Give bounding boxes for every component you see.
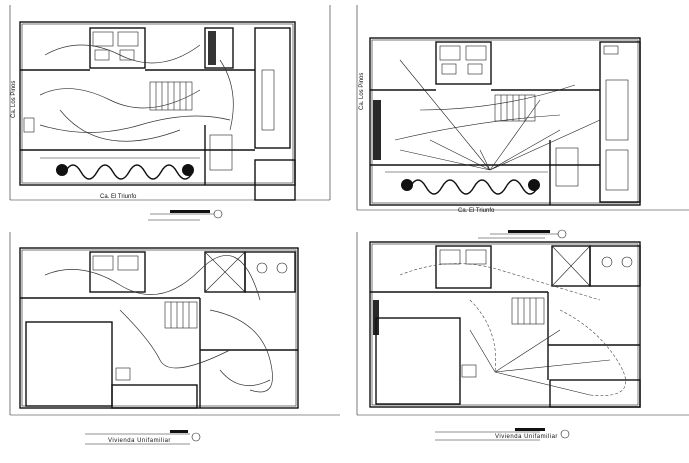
- bathroom: [89, 251, 146, 293]
- kitchen-counter: [555, 147, 579, 187]
- circuit-dashed: [559, 309, 626, 396]
- section-marker: [191, 432, 201, 442]
- bath-fixture: [117, 31, 139, 47]
- stair: [511, 297, 545, 325]
- plan-3: Vivienda Unifamiliar: [9, 232, 340, 445]
- plan-4: Vivienda Unifamiliar: [356, 232, 689, 441]
- circuit-line: [119, 309, 231, 369]
- section-marker: [560, 429, 570, 439]
- outer-walls: [19, 247, 299, 409]
- garden-planter: [409, 179, 539, 195]
- circuit-line: [39, 115, 231, 133]
- circuit-dashed: [399, 263, 601, 301]
- side-room: [599, 41, 641, 203]
- circuit-line: [44, 44, 201, 64]
- bath-fixture: [92, 31, 114, 47]
- stair-landing: [254, 159, 296, 201]
- bathroom-2: [589, 245, 641, 287]
- garden-planter: [64, 164, 194, 180]
- plan-caption: Vivienda Unifamiliar: [495, 434, 558, 440]
- circuit-line: [39, 88, 201, 109]
- outer-walls: [369, 241, 641, 408]
- circuit-line: [209, 309, 273, 393]
- circuit-dashed: [469, 299, 496, 373]
- hatched-room: [204, 27, 234, 69]
- circuit-homerun: [469, 329, 611, 396]
- street-label-bottom: Ca. El Triunfo: [458, 208, 495, 214]
- circuit-line: [44, 255, 261, 301]
- street-label-side: Ca. Los Pinos: [359, 73, 365, 110]
- lower-roof: [111, 384, 198, 409]
- street-label-side: Ca. Los Pinos: [11, 81, 17, 118]
- street-label-bottom: Ca. El Triunfo: [100, 194, 137, 200]
- circuit-line: [219, 59, 234, 131]
- outer-walls: [19, 21, 296, 186]
- plan-caption: Vivienda Unifamiliar: [108, 438, 171, 444]
- side-room: [254, 27, 291, 149]
- section-marker: [557, 229, 567, 239]
- stair: [149, 81, 193, 111]
- kitchen-counter: [209, 134, 233, 171]
- plant: [401, 179, 413, 191]
- section-marker: [213, 209, 223, 219]
- bathroom: [89, 27, 146, 69]
- circuit-line: [59, 109, 181, 142]
- open-roof-area: [375, 317, 461, 405]
- stair: [494, 94, 536, 122]
- hatched-wall: [373, 300, 379, 335]
- plant: [528, 179, 540, 191]
- hatched-wall: [373, 100, 381, 160]
- circuit-line: [394, 84, 576, 141]
- plant: [56, 164, 68, 176]
- entrance: [23, 117, 35, 133]
- plan-1: Ca. Los Pinos Ca. El Triunfo: [9, 5, 331, 221]
- plan-2: Ca. Los Pinos Ca. El Triunfo: [356, 5, 689, 239]
- circuit-line: [219, 369, 271, 386]
- open-roof-area: [25, 321, 113, 407]
- plant: [182, 164, 194, 176]
- bathroom-2: [244, 251, 296, 293]
- bathroom: [435, 245, 492, 289]
- bathroom: [435, 41, 492, 85]
- circuit-homerun: [399, 59, 601, 171]
- lower-roof: [549, 379, 641, 408]
- stair: [164, 301, 198, 329]
